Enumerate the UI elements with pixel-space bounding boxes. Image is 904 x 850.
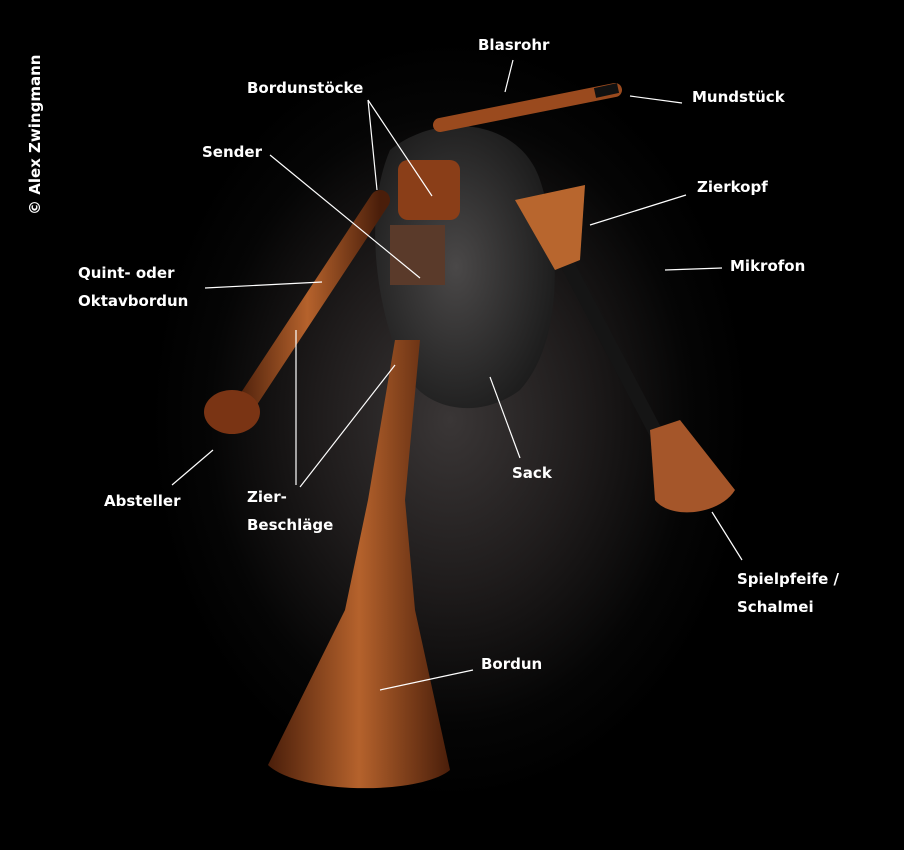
mouthpiece [593,83,620,98]
leader-line [204,281,323,289]
main-drone [268,340,450,789]
label-line: Quint- oder [78,264,175,282]
label-line: Schalmei [737,598,814,616]
second-drone [225,190,390,430]
label-zier-beschlaege: Zier- Beschläge [247,483,333,539]
leader-line [299,364,396,488]
label-line: Oktavbordun [78,292,189,310]
label-line: Spielpfeife / [737,570,839,588]
drone-stop [204,390,260,434]
leader-line [269,154,421,279]
leader-line [711,511,743,561]
leader-line [171,449,214,486]
label-absteller: Absteller [104,492,181,510]
leader-line [504,59,514,93]
label-bordunstoecke: Bordunstöcke [247,79,364,97]
leader-line [629,95,683,104]
copyright-notice: © Alex Zwingmann [26,54,44,215]
label-line: Zier- [247,488,287,506]
blowpipe [433,83,622,132]
label-mikrofon: Mikrofon [730,257,806,275]
drone-stocks [398,160,460,220]
label-bordun: Bordun [481,655,543,673]
label-line: Beschläge [247,516,334,534]
label-spielpfeife: Spielpfeife / Schalmei [737,565,839,621]
leader-line [664,267,723,271]
leader-line [367,99,433,197]
leader-line [589,194,687,226]
leader-line [379,669,474,691]
ornamental-head [515,185,585,270]
transmitter [390,225,445,285]
chanter [553,246,672,454]
label-mundstueck: Mundstück [692,88,785,106]
leader-line [489,376,521,459]
label-quint-oktavbordun: Quint- oder Oktavbordun [78,259,188,315]
label-blasrohr: Blasrohr [478,36,550,54]
chanter-bell [650,420,735,513]
leader-line [367,99,378,191]
label-sender: Sender [202,143,262,161]
label-zierkopf: Zierkopf [697,178,768,196]
label-sack: Sack [512,464,552,482]
